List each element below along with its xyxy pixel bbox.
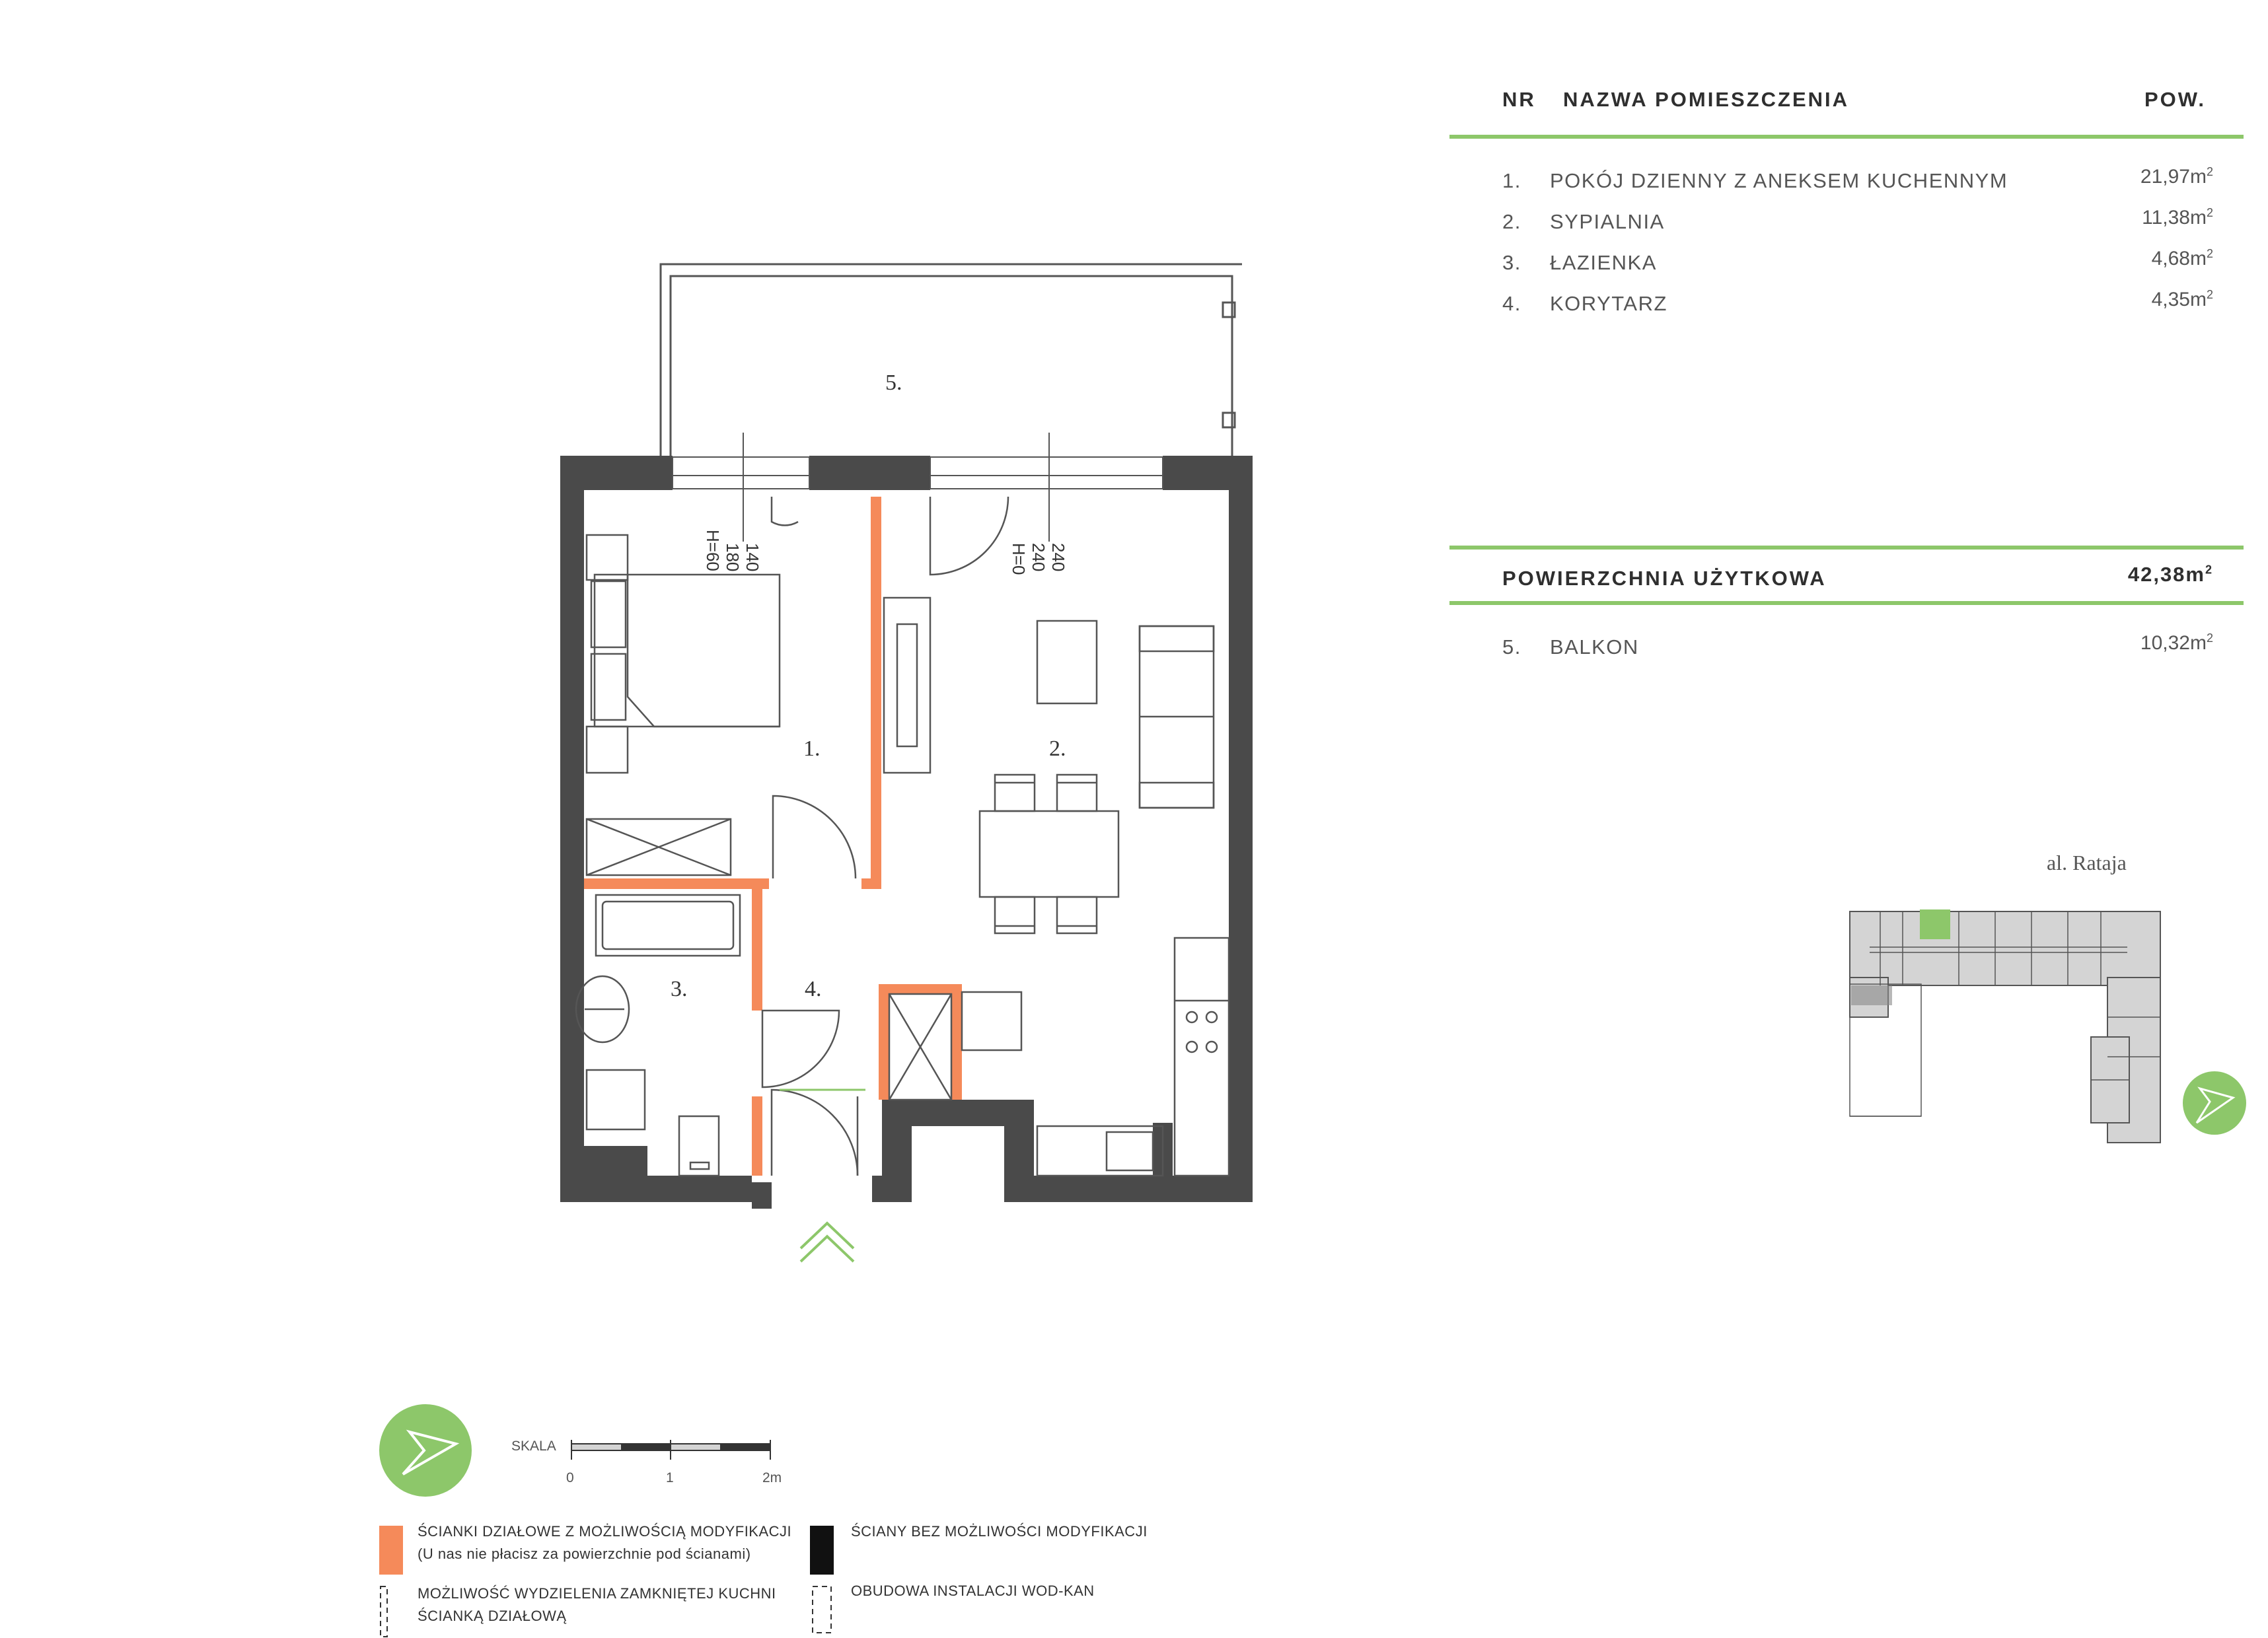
- room-area: 4,68m2: [2151, 247, 2213, 269]
- room-nr: 4.: [1502, 292, 1521, 315]
- furniture: [575, 534, 1230, 1177]
- usable-area-label: POWIERZCHNIA UŻYTKOWA: [1502, 567, 1827, 590]
- key-plan-apartment-highlight: [1920, 909, 1950, 939]
- doors: [761, 496, 1009, 1176]
- room-name: BALKON: [1550, 635, 1639, 659]
- legend-dashed-kitchen-swatch: [380, 1586, 388, 1637]
- room-nr: 5.: [1502, 635, 1521, 659]
- room-label-2: 2.: [1049, 736, 1066, 761]
- key-plan: [1849, 909, 2161, 1143]
- legend-dashed-kitchen-line2: ŚCIANKĄ DZIAŁOWĄ: [418, 1608, 567, 1624]
- balcony: [659, 263, 1242, 456]
- legend-black: ŚCIANY BEZ MOŻLIWOŚCI MODYFIKACJI: [851, 1523, 1148, 1540]
- room-nr: 1.: [1502, 169, 1521, 192]
- table-header-rule: [1449, 135, 2244, 139]
- window-right-width: 240: [1048, 543, 1068, 571]
- room-name: KORYTARZ: [1550, 292, 1667, 315]
- room-nr: 2.: [1502, 210, 1521, 233]
- window-right-height: 240: [1029, 543, 1048, 571]
- room-area: 10,32m2: [2140, 631, 2213, 654]
- scale-label: SKALA: [511, 1439, 556, 1454]
- compass-small-icon: [2183, 1071, 2246, 1135]
- legend-orange: ŚCIANKI DZIAŁOWE Z MOŻLIWOŚCIĄ MODYFIKAC…: [418, 1520, 791, 1565]
- window-left-width: 140: [743, 543, 762, 571]
- room-label-1: 1.: [803, 736, 821, 761]
- room-nr: 3.: [1502, 251, 1521, 274]
- room-label-5: 5.: [885, 371, 902, 395]
- legend-orange-title: ŚCIANKI DZIAŁOWE Z MOŻLIWOŚCIĄ MODYFIKAC…: [418, 1523, 792, 1540]
- entrance-arrow-icon: [799, 1221, 855, 1263]
- window-left-sill: H=60: [703, 530, 723, 571]
- room-name: POKÓJ DZIENNY Z ANEKSEM KUCHENNYM: [1550, 169, 2008, 192]
- windows: [672, 456, 1163, 489]
- legend-orange-note: (U nas nie płacisz za powierzchnie pod ś…: [418, 1546, 751, 1562]
- room-area: 21,97m2: [2140, 165, 2213, 188]
- usable-top-rule: [1449, 546, 2244, 550]
- table-header-area: POW.: [2144, 88, 2206, 111]
- usable-bottom-rule: [1449, 601, 2244, 605]
- room-area: 4,35m2: [2151, 288, 2213, 310]
- legend-black-swatch: [810, 1526, 834, 1575]
- scale-tick-0: 0: [566, 1470, 574, 1485]
- outer-walls: [560, 456, 1253, 1209]
- window-dimensions: 140 180 H=60 240 240 H=0: [703, 433, 1068, 575]
- street-label: al. Rataja: [2047, 851, 2127, 874]
- legend-dashed-install: OBUDOWA INSTALACJI WOD-KAN: [851, 1583, 1095, 1599]
- scale-tick-2: 2m: [762, 1470, 782, 1485]
- room-name: ŁAZIENKA: [1550, 251, 1657, 274]
- table-header-nr: NR: [1502, 88, 1536, 111]
- room-labels: 5. 1. 2. 3. 4.: [671, 371, 1066, 1001]
- partition-walls: [584, 497, 962, 1176]
- legend-dashed-kitchen: MOŻLIWOŚĆ WYDZIELENIA ZAMKNIĘTEJ KUCHNI …: [418, 1583, 776, 1627]
- room-label-3: 3.: [671, 977, 688, 1001]
- scale-tick-1: 1: [666, 1470, 674, 1485]
- compass-icon: [379, 1404, 472, 1497]
- usable-area-value: 42,38m2: [2127, 563, 2213, 586]
- legend-dashed-install-swatch: [812, 1586, 832, 1633]
- scale-bar: [571, 1440, 771, 1460]
- legend-dashed-kitchen-line1: MOŻLIWOŚĆ WYDZIELENIA ZAMKNIĘTEJ KUCHNI: [418, 1585, 776, 1602]
- window-right-sill: H=0: [1009, 543, 1029, 575]
- room-label-4: 4.: [805, 977, 822, 1001]
- room-name: SYPIALNIA: [1550, 210, 1665, 233]
- table-header-name: NAZWA POMIESZCZENIA: [1563, 88, 1850, 111]
- legend-orange-swatch: [379, 1526, 403, 1575]
- window-left-height: 180: [723, 543, 743, 571]
- room-area: 11,38m2: [2142, 206, 2213, 229]
